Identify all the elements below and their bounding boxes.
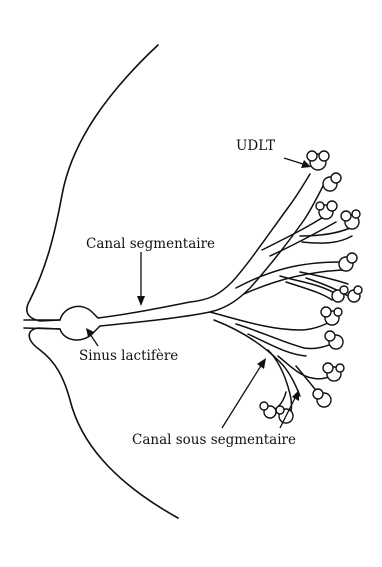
lobule-4 [341,210,360,229]
arrow-canal-sous-segmentaire-1 [222,358,266,428]
lobule-1 [307,151,329,170]
lobule-3 [316,201,337,219]
label-sinus-lactifere: Sinus lactifère [79,348,178,364]
branch-mid-2 [280,276,336,300]
subsegmental-duct-top [210,312,330,330]
lobule-8 [321,307,342,325]
lobule-13 [260,402,276,418]
lobule-2 [323,173,341,191]
breast-outline-upper [27,45,158,321]
arrow-udlt [284,158,311,168]
lobule-7 [348,286,362,302]
label-canal-segmentaire: Canal segmentaire [86,236,215,252]
lobule-5 [339,253,357,271]
lobule-11 [313,389,331,407]
label-udlt: UDLT [236,138,275,154]
arrow-canal-segmentaire [137,252,145,306]
lobule-9 [325,331,343,349]
branch-upper-2 [300,228,352,243]
label-canal-sous-segmentaire: Canal sous segmentaire [132,432,296,448]
